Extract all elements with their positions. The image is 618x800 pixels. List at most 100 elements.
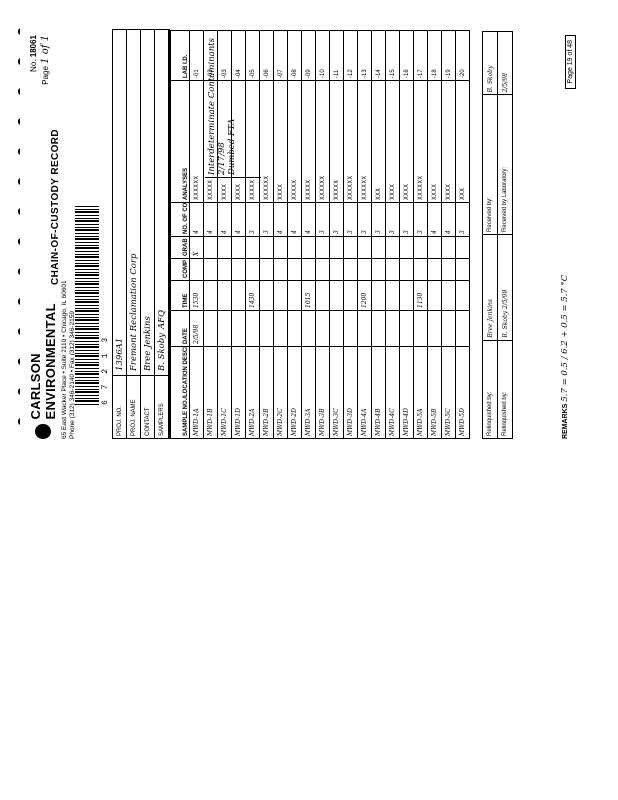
sample-time <box>231 280 246 311</box>
company-logo-icon <box>35 423 51 439</box>
contact-value: Bree Jenkins <box>142 316 153 371</box>
container-count: 3 <box>399 202 414 237</box>
sample-time <box>287 280 302 311</box>
sample-location: MWD-1D <box>231 346 246 439</box>
no-value: 18061 <box>29 35 38 58</box>
comp-flag <box>343 258 358 281</box>
comp-flag <box>231 258 246 281</box>
page-label: Page <box>41 66 50 85</box>
lab-id: -19 <box>441 30 456 81</box>
sample-date <box>441 310 456 347</box>
comp-flag <box>301 258 316 281</box>
analyses-marks: XXXXX <box>245 80 260 203</box>
analyses-marks: XXXXXX <box>259 80 274 203</box>
comp-flag <box>287 258 302 281</box>
barcode-number: 6 7 2 1 3 <box>101 334 110 405</box>
container-count: 3 <box>343 202 358 237</box>
sample-date <box>273 310 288 347</box>
sample-time <box>427 280 442 311</box>
signature-label: Received by: <box>482 94 498 235</box>
container-count: 4 <box>427 202 442 237</box>
lab-id: -09 <box>301 30 316 81</box>
page-footer: Page 19 of 48 <box>565 35 576 89</box>
signature-value: 2/5/98 <box>497 31 513 95</box>
grab-flag <box>329 236 344 259</box>
sample-time: 1015 <box>301 280 316 311</box>
samplers-value: B. Skoby <box>156 333 167 371</box>
samplers-label: SAMPLERS <box>155 375 168 438</box>
barcode <box>75 205 99 405</box>
signature-value: Bree Jenkins <box>482 234 498 341</box>
signature-row: Relinquished by: B. Skoby 2/5/98 Receive… <box>497 31 513 439</box>
analyses-marks: XXXX <box>399 80 414 203</box>
project-row: PROJ. NO. 1396A1 <box>113 30 127 438</box>
analyses-marks: XXXXXX <box>343 80 358 203</box>
sample-date <box>385 310 400 347</box>
sample-location: MWD-3D <box>343 346 358 439</box>
analyses-marks: XXXXX <box>203 80 218 203</box>
grab-flag <box>245 236 260 259</box>
analyses-marks: XXXXXX <box>315 80 330 203</box>
proj-name-label: PROJ. NAME <box>127 375 140 438</box>
sample-location: MWD-5D <box>455 346 470 439</box>
container-count: 4 <box>203 202 218 237</box>
sample-time: 1200 <box>357 280 372 311</box>
container-count: 4 <box>217 202 232 237</box>
lab-id: -06 <box>259 30 274 81</box>
sample-date <box>413 310 428 347</box>
lab-id: -02 <box>203 30 218 81</box>
grab-flag <box>371 236 386 259</box>
container-count: 3 <box>371 202 386 237</box>
table-header: SAMPLE NO./LOCATION DESCRIPTION DATE TIM… <box>170 30 190 439</box>
comp-flag <box>259 258 274 281</box>
proj-name-value: Fremont Reclamation Corp <box>128 253 139 371</box>
sample-time: 1530 <box>189 280 204 311</box>
samplers-row: SAMPLERS B. Skoby AFQ <box>155 30 169 438</box>
comp-flag <box>455 258 470 281</box>
analyses-marks: XXXXX <box>287 80 302 203</box>
sample-date <box>315 310 330 347</box>
lab-id: -15 <box>385 30 400 81</box>
sample-date <box>455 310 470 347</box>
analyses-marks: XXXX <box>385 80 400 203</box>
analyses-marks: XXXX <box>217 80 232 203</box>
comp-flag <box>427 258 442 281</box>
grab-flag <box>217 236 232 259</box>
comp-flag <box>371 258 386 281</box>
container-count: 3 <box>245 202 260 237</box>
sample-location: MWD-3A <box>301 346 316 439</box>
project-name-row: PROJ. NAME Fremont Reclamation Corp <box>127 30 141 438</box>
container-count: 3 <box>357 202 372 237</box>
lab-id: -13 <box>357 30 372 81</box>
comp-flag <box>413 258 428 281</box>
sample-time <box>399 280 414 311</box>
signature-label: Relinquished by: <box>497 340 513 439</box>
sample-time <box>455 280 470 311</box>
proj-no-value: 1396A1 <box>114 337 125 371</box>
grab-flag <box>455 236 470 259</box>
sample-time <box>385 280 400 311</box>
container-count: 4 <box>441 202 456 237</box>
column-header: GRAB <box>170 236 190 259</box>
comp-flag <box>189 258 204 281</box>
sample-date <box>301 310 316 347</box>
container-count: 3 <box>455 202 470 237</box>
lab-id: -04 <box>231 30 246 81</box>
sample-date <box>259 310 274 347</box>
analyses-marks: XXX <box>455 80 470 203</box>
analyses-marks: XXXX <box>427 80 442 203</box>
sample-time: 1430 <box>245 280 260 311</box>
contact-label: CONTACT <box>141 375 154 438</box>
grab-flag <box>259 236 274 259</box>
lab-id: -11 <box>329 30 344 81</box>
grab-flag <box>427 236 442 259</box>
document-title: CHAIN-OF-CUSTODY RECORD <box>50 128 61 285</box>
